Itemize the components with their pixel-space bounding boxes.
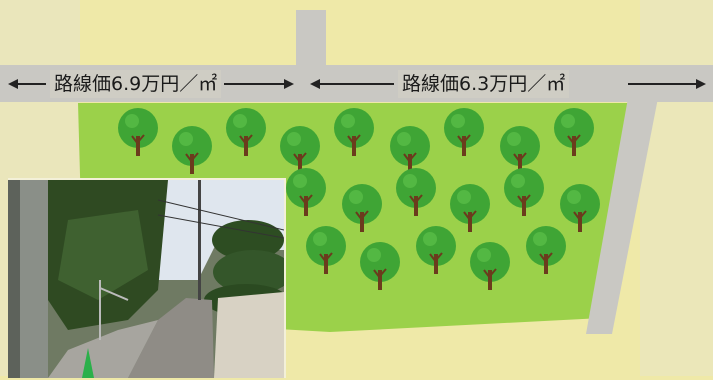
side-road — [296, 10, 326, 102]
tree-icon — [390, 126, 430, 174]
tree-icon — [526, 226, 566, 274]
tree-icon — [500, 126, 540, 174]
tree-icon — [360, 242, 400, 290]
arrow-right-segment — [310, 79, 394, 89]
tree-icon — [504, 168, 544, 216]
tree-group — [118, 108, 600, 290]
tree-icon — [118, 108, 158, 156]
tree-icon — [450, 184, 490, 232]
arrow-left-segment-end — [224, 79, 294, 89]
tree-icon — [342, 184, 382, 232]
road-price-label-left: 路線価6.9万円／㎡ — [50, 70, 222, 98]
tree-icon — [334, 108, 374, 156]
tree-icon — [396, 168, 436, 216]
tree-icon — [306, 226, 346, 274]
tree-icon — [280, 126, 320, 174]
arrow-left-segment — [8, 79, 46, 89]
tree-icon — [226, 108, 266, 156]
arrow-right-segment-end — [628, 79, 706, 89]
road-price-label-right: 路線価6.3万円／㎡ — [398, 70, 570, 98]
tree-icon — [470, 242, 510, 290]
tree-icon — [286, 168, 326, 216]
street-photo — [8, 178, 286, 378]
tree-icon — [444, 108, 484, 156]
tree-icon — [554, 108, 594, 156]
tree-icon — [560, 184, 600, 232]
tree-icon — [416, 226, 456, 274]
back-road — [586, 98, 658, 334]
right-page-strip — [640, 0, 713, 376]
tree-icon — [172, 126, 212, 174]
